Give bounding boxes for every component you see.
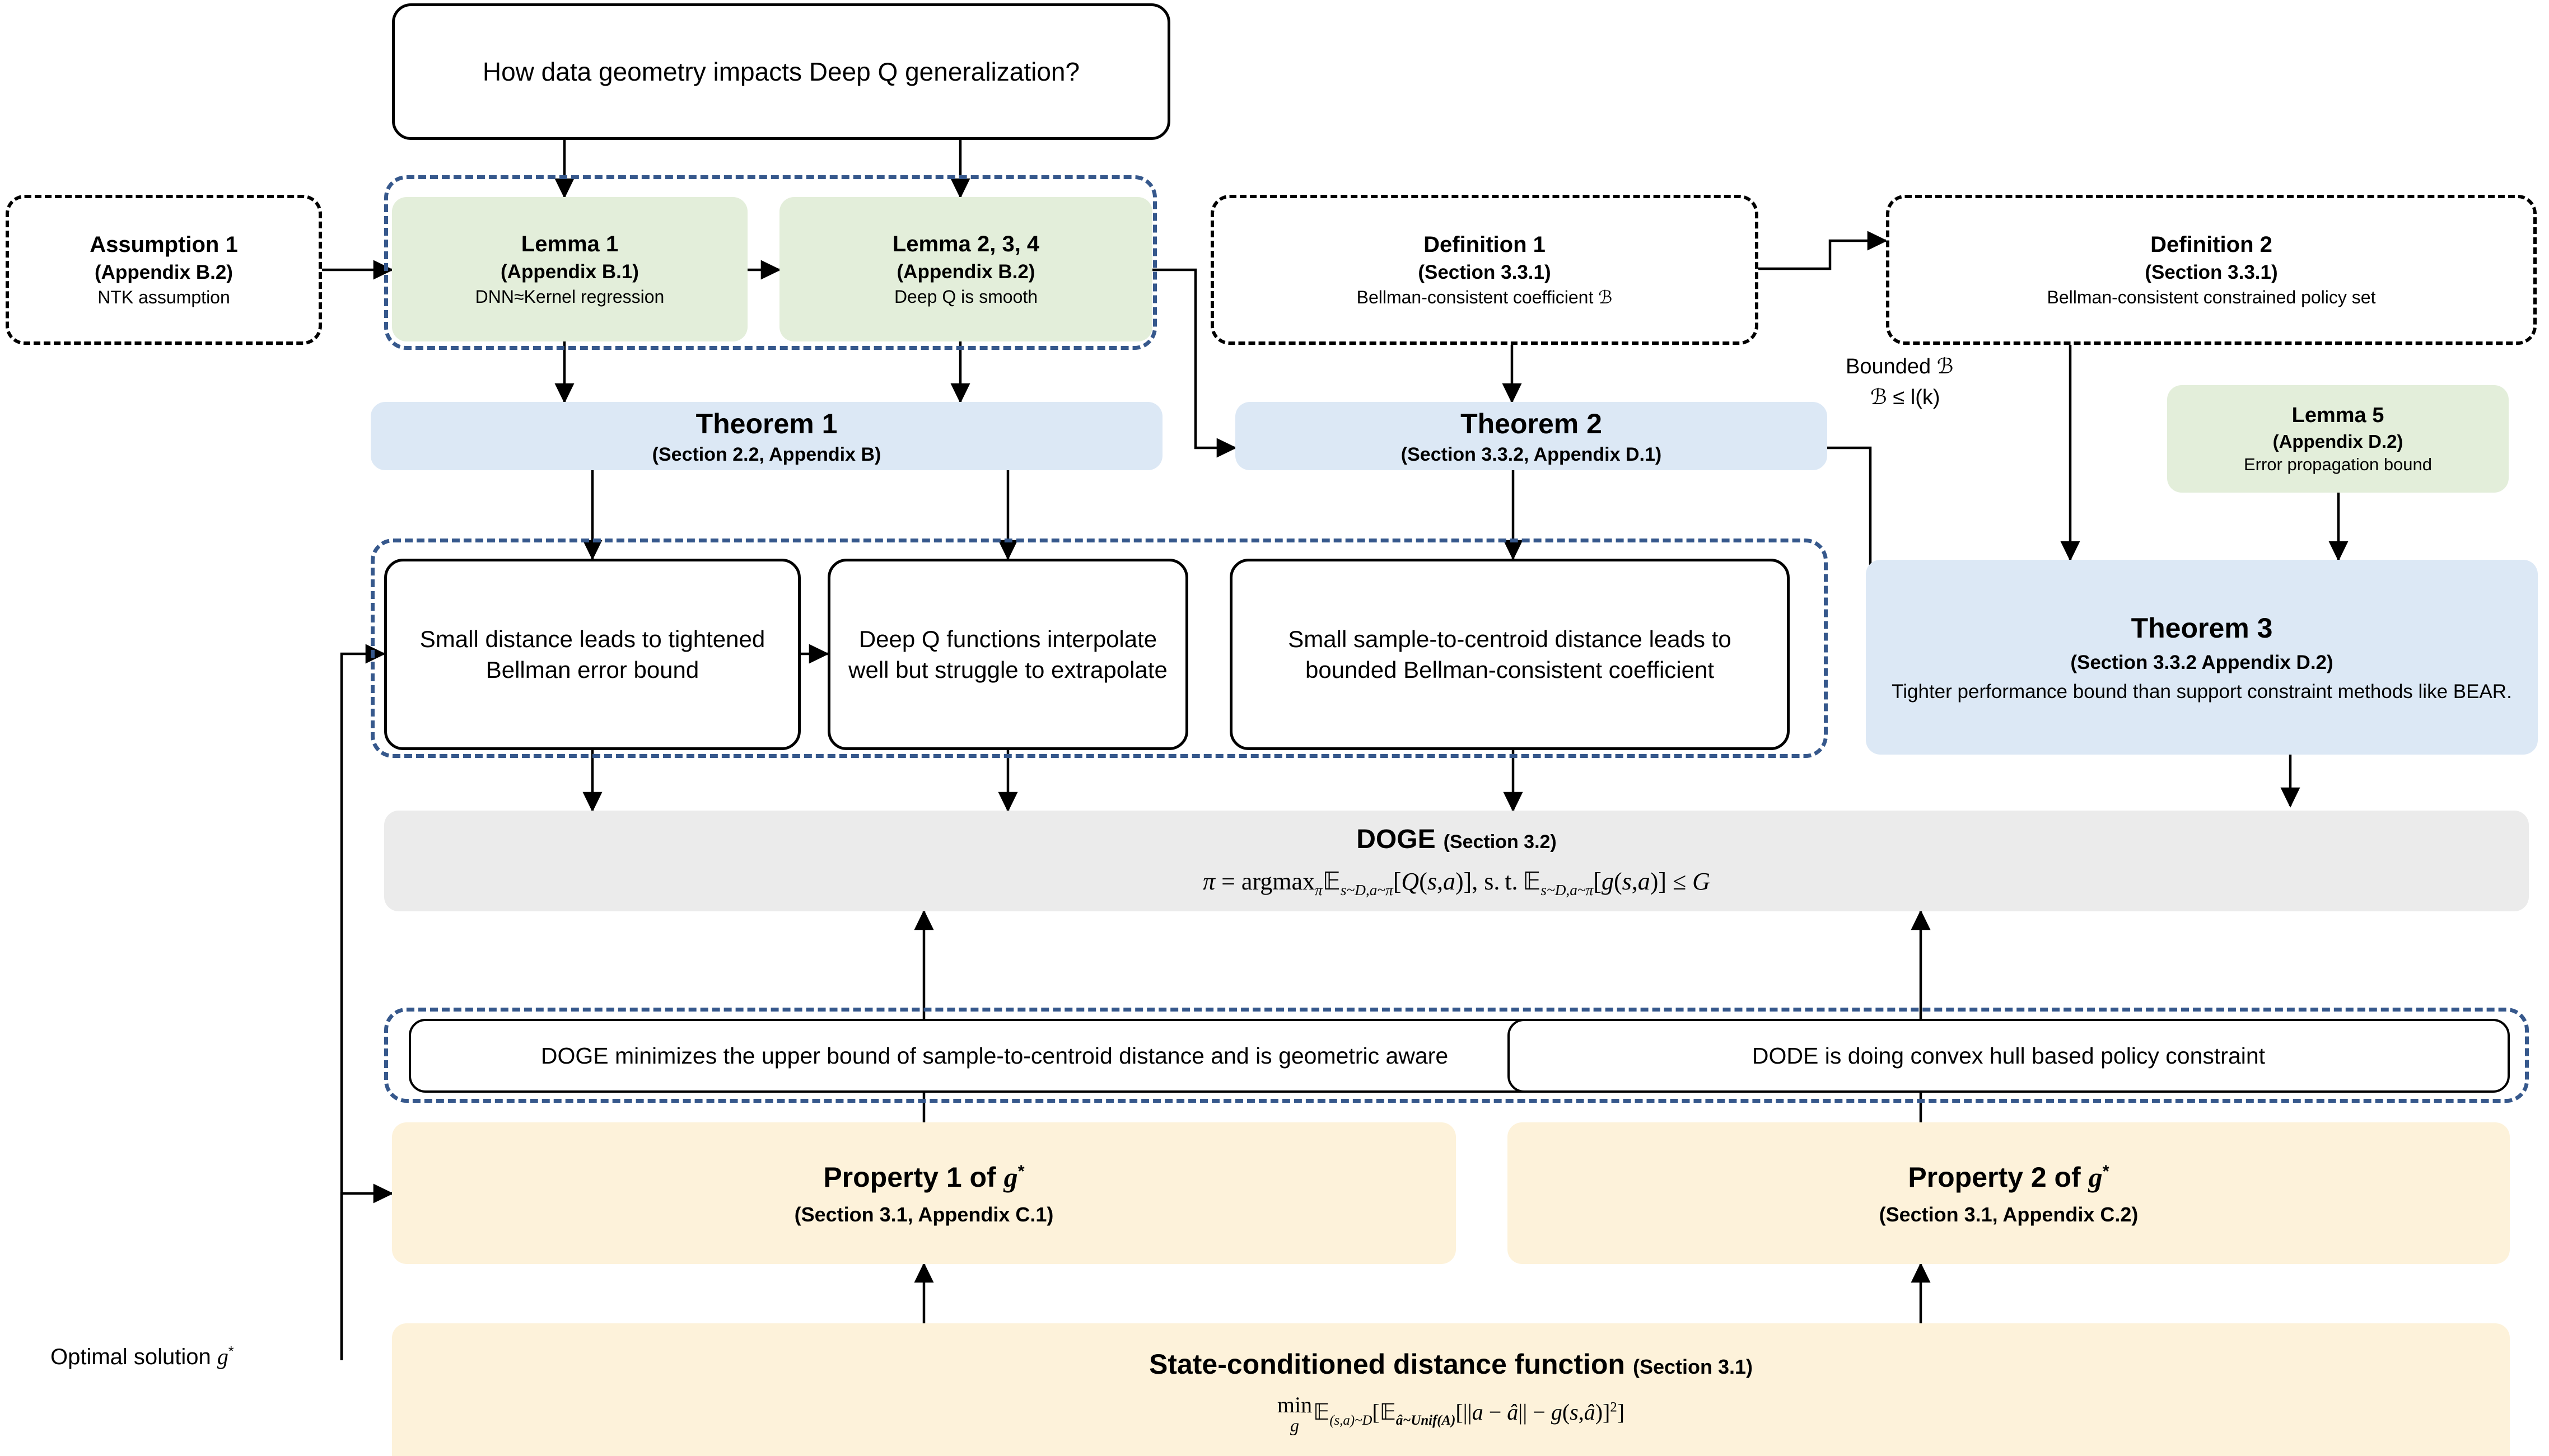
insight-1-text: Small distance leads to tightened Bellma… <box>419 625 765 683</box>
node-root-question[interactable]: How data geometry impacts Deep Q general… <box>392 3 1170 140</box>
lemma-234-title: Lemma 2, 3, 4 <box>892 232 1040 257</box>
definition-2-desc: Bellman-consistent constrained policy se… <box>2047 287 2376 308</box>
node-definition-1[interactable]: Definition 1 (Section 3.3.1) Bellman-con… <box>1211 195 1758 345</box>
definition-1-desc: Bellman-consistent coefficient ℬ <box>1356 287 1613 308</box>
definition-1-ref: (Section 3.3.1) <box>1418 261 1551 284</box>
doge-formula: π = argmaxπ𝔼s~D,a~π[Q(s,a)], s. t. 𝔼s~D,… <box>1203 867 1710 898</box>
definition-1-title: Definition 1 <box>1423 232 1546 258</box>
property-1-ref: (Section 3.1, Appendix C.1) <box>794 1202 1054 1226</box>
node-doge-claim-2[interactable]: DODE is doing convex hull based policy c… <box>1507 1019 2510 1093</box>
lemma-5-ref: (Appendix D.2) <box>2272 430 2403 452</box>
node-lemma-5[interactable]: Lemma 5 (Appendix D.2) Error propagation… <box>2167 385 2509 493</box>
theorem-3-ref: (Section 3.3.2 Appendix D.2) <box>2070 651 2333 673</box>
doge-ref: (Section 3.2) <box>1443 831 1557 853</box>
node-property-1[interactable]: Property 1 of g* (Section 3.1, Appendix … <box>392 1122 1456 1264</box>
bounded-b-line-1: Bounded ℬ <box>1846 355 1954 378</box>
theorem-2-ref: (Section 3.3.2, Appendix D.1) <box>1400 443 1662 465</box>
lemma-234-ref: (Appendix B.2) <box>897 261 1035 283</box>
lemma-5-title: Lemma 5 <box>2291 403 2384 427</box>
property-1-title: Property 1 of g* <box>823 1159 1024 1196</box>
label-bounded-b: Bounded ℬ ℬ ≤ l(k) <box>1846 352 1954 413</box>
theorem-1-title: Theorem 1 <box>695 408 838 439</box>
doge-claim-1-text: DOGE minimizes the upper bound of sample… <box>540 1042 1449 1069</box>
theorem-2-title: Theorem 2 <box>1460 408 1602 439</box>
bounded-b-line-2: ℬ ≤ l(k) <box>1870 386 1940 410</box>
doge-title: DOGE <box>1356 825 1436 855</box>
assumption-1-ref: (Appendix B.2) <box>95 261 233 284</box>
property-2-title-var: g <box>2088 1161 2103 1193</box>
optimal-solution-var: g <box>217 1344 228 1369</box>
doge-title-row: DOGE (Section 3.2) <box>1356 822 1557 857</box>
node-theorem-2[interactable]: Theorem 2 (Section 3.3.2, Appendix D.1) <box>1235 402 1827 470</box>
theorem-1-ref: (Section 2.2, Appendix B) <box>652 443 881 465</box>
property-1-title-var: g <box>1003 1161 1018 1193</box>
theorem-3-desc: Tighter performance bound than support c… <box>1892 681 2512 703</box>
assumption-1-desc: NTK assumption <box>97 287 230 308</box>
optimal-solution-prefix: Optimal solution <box>50 1345 217 1369</box>
distance-function-ref: (Section 3.1) <box>1632 1355 1753 1378</box>
property-2-ref: (Section 3.1, Appendix C.2) <box>1879 1202 2139 1226</box>
doge-claim-2-text: DODE is doing convex hull based policy c… <box>1752 1042 2266 1069</box>
node-theorem-3[interactable]: Theorem 3 (Section 3.3.2 Appendix D.2) T… <box>1866 560 2538 755</box>
definition-2-title: Definition 2 <box>2150 232 2272 258</box>
insight-3-text: Small sample-to-centroid distance leads … <box>1288 625 1731 683</box>
root-question-text: How data geometry impacts Deep Q general… <box>482 57 1080 86</box>
node-lemma-1[interactable]: Lemma 1 (Appendix B.1) DNN≈Kernel regres… <box>392 197 748 341</box>
node-doge-claim-1[interactable]: DOGE minimizes the upper bound of sample… <box>409 1019 1580 1093</box>
optimal-solution-sup: * <box>228 1344 234 1360</box>
lemma-234-desc: Deep Q is smooth <box>894 287 1038 307</box>
node-insight-centroid[interactable]: Small sample-to-centroid distance leads … <box>1230 559 1790 750</box>
property-1-title-sup: * <box>1017 1161 1025 1181</box>
theorem-3-title: Theorem 3 <box>2131 612 2273 644</box>
node-distance-function[interactable]: State-conditioned distance function (Sec… <box>392 1323 2510 1456</box>
lemma-5-desc: Error propagation bound <box>2243 455 2433 475</box>
lemma-1-title: Lemma 1 <box>521 232 619 257</box>
property-2-title-sup: * <box>2102 1161 2109 1181</box>
distance-function-title-row: State-conditioned distance function (Sec… <box>1149 1346 1753 1383</box>
node-insight-interpolate[interactable]: Deep Q functions interpolate well but st… <box>828 559 1188 750</box>
insight-2-text: Deep Q functions interpolate well but st… <box>848 625 1168 683</box>
definition-2-ref: (Section 3.3.1) <box>2145 261 2278 284</box>
node-insight-small-distance[interactable]: Small distance leads to tightened Bellma… <box>384 559 801 750</box>
label-optimal-solution: Optimal solution g* <box>50 1343 234 1370</box>
node-definition-2[interactable]: Definition 2 (Section 3.3.1) Bellman-con… <box>1886 195 2537 345</box>
assumption-1-title: Assumption 1 <box>90 232 238 258</box>
node-lemma-234[interactable]: Lemma 2, 3, 4 (Appendix B.2) Deep Q is s… <box>779 197 1152 341</box>
node-property-2[interactable]: Property 2 of g* (Section 3.1, Appendix … <box>1507 1122 2510 1264</box>
distance-function-title: State-conditioned distance function <box>1149 1348 1625 1380</box>
node-doge[interactable]: DOGE (Section 3.2) π = argmaxπ𝔼s~D,a~π[Q… <box>384 811 2529 911</box>
property-2-title-prefix: Property 2 of <box>1908 1161 2089 1193</box>
property-2-title: Property 2 of g* <box>1908 1159 2109 1196</box>
property-1-title-prefix: Property 1 of <box>823 1161 1004 1193</box>
node-assumption-1[interactable]: Assumption 1 (Appendix B.2) NTK assumpti… <box>6 195 322 345</box>
node-theorem-1[interactable]: Theorem 1 (Section 2.2, Appendix B) <box>371 402 1163 470</box>
lemma-1-ref: (Appendix B.1) <box>501 261 639 283</box>
lemma-1-desc: DNN≈Kernel regression <box>475 287 665 307</box>
